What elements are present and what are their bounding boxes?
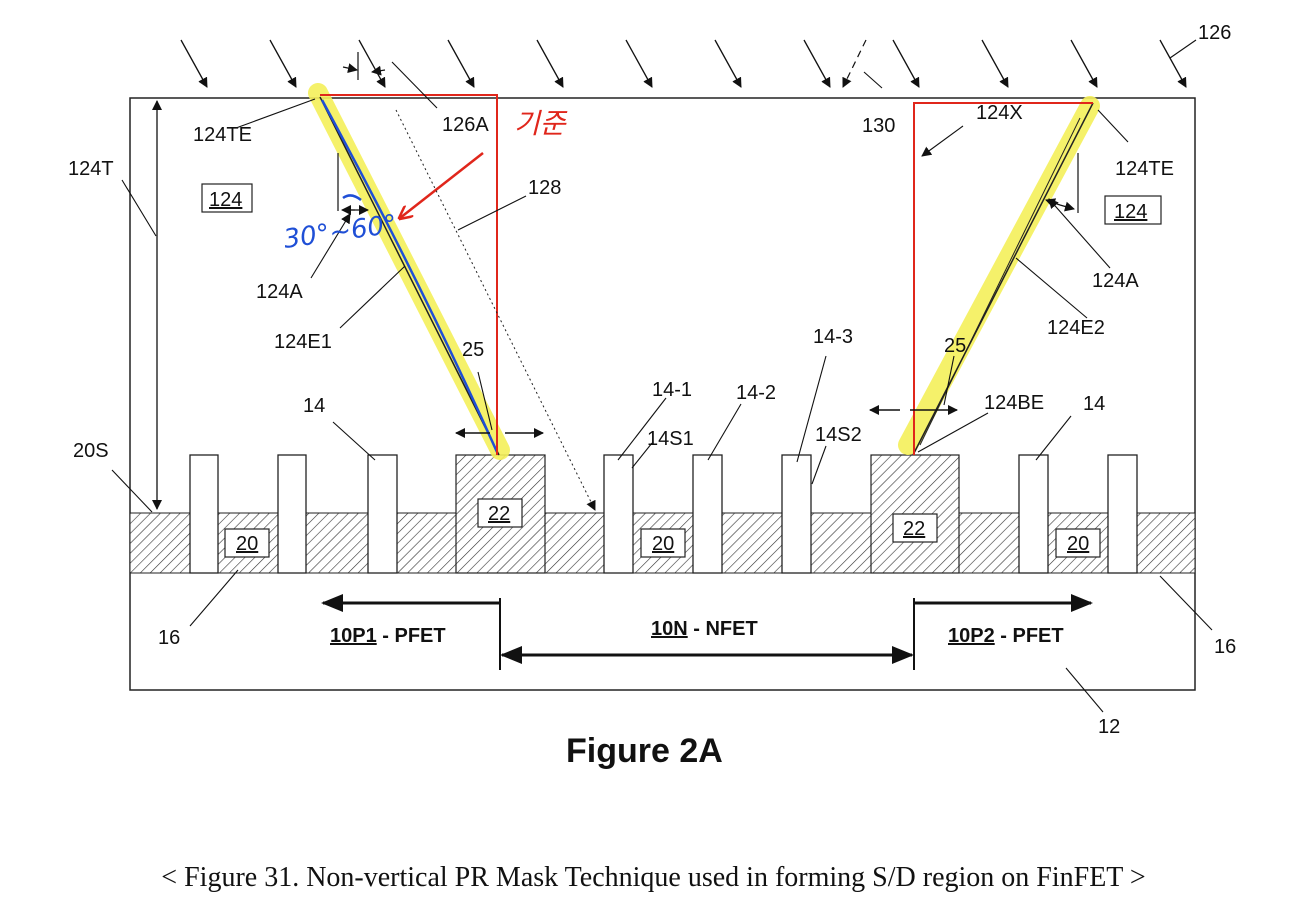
label-16-right: 16: [1214, 636, 1236, 658]
label-124A-right: 124A: [1092, 270, 1139, 292]
label-20-c: 20: [1067, 533, 1089, 555]
label-14-right: 14: [1083, 393, 1105, 415]
label-16-left: 16: [158, 627, 180, 649]
korean-note: 기준: [514, 107, 568, 140]
label-20-a: 20: [236, 533, 258, 555]
label-124TE-right: 124TE: [1115, 158, 1174, 180]
red-reference-left: [320, 94, 498, 455]
label-124E1: 124E1: [274, 331, 332, 353]
region-label-n: 10N - NFET: [651, 618, 758, 640]
label-124E2: 124E2: [1047, 317, 1105, 339]
label-22-left: 22: [488, 503, 510, 525]
label-14-left: 14: [303, 395, 325, 417]
leader-lines: [111, 39, 1213, 713]
label-124T: 124T: [68, 158, 114, 180]
label-25-left: 25: [462, 339, 484, 361]
label-14S2: 14S2: [815, 424, 862, 446]
label-22-right: 22: [903, 518, 925, 540]
substrate-outline: [129, 97, 1196, 691]
label-124X: 124X: [976, 102, 1023, 124]
mask-edge-124E1: [319, 96, 500, 456]
label-25-right: 25: [944, 335, 966, 357]
region-label-p1: 10P1 - PFET: [330, 625, 446, 647]
label-124BE: 124BE: [984, 392, 1044, 414]
highlight-124E2: [898, 96, 1100, 455]
label-124-left: 124: [209, 189, 242, 211]
label-124TE-left: 124TE: [193, 124, 252, 146]
red-note-arrow: [400, 152, 484, 218]
label-124-right: 124: [1114, 201, 1147, 223]
label-20S: 20S: [73, 440, 109, 462]
label-14-1: 14-1: [652, 379, 692, 401]
label-14-3: 14-3: [813, 326, 853, 348]
figure-caption: < Figure 31. Non-vertical PR Mask Techni…: [161, 862, 1146, 893]
label-12: 12: [1098, 716, 1120, 738]
region-label-p2: 10P2 - PFET: [948, 625, 1064, 647]
label-128: 128: [528, 177, 561, 199]
label-124A-left: 124A: [256, 281, 303, 303]
label-20-b: 20: [652, 533, 674, 555]
cross-section-svg: 126 126A 130 124X 124TE 124TE 124T 124 1…: [68, 22, 1236, 770]
angle-tick-mark: [342, 194, 362, 201]
fins: [189, 454, 1138, 574]
label-130: 130: [862, 115, 895, 137]
angle-note: 30°~60°: [282, 209, 399, 255]
label-14-2: 14-2: [736, 382, 776, 404]
label-126A: 126A: [442, 114, 489, 136]
label-126: 126: [1198, 22, 1231, 44]
mask-edge-124E2: [912, 102, 1094, 456]
blue-edge-annotation: [320, 99, 499, 453]
implant-arrows: [180, 39, 1187, 88]
red-reference-right: [913, 102, 1093, 455]
vertical-ref-130: [842, 39, 867, 88]
label-14S1: 14S1: [647, 428, 694, 450]
figure-title: Figure 2A: [566, 732, 723, 770]
